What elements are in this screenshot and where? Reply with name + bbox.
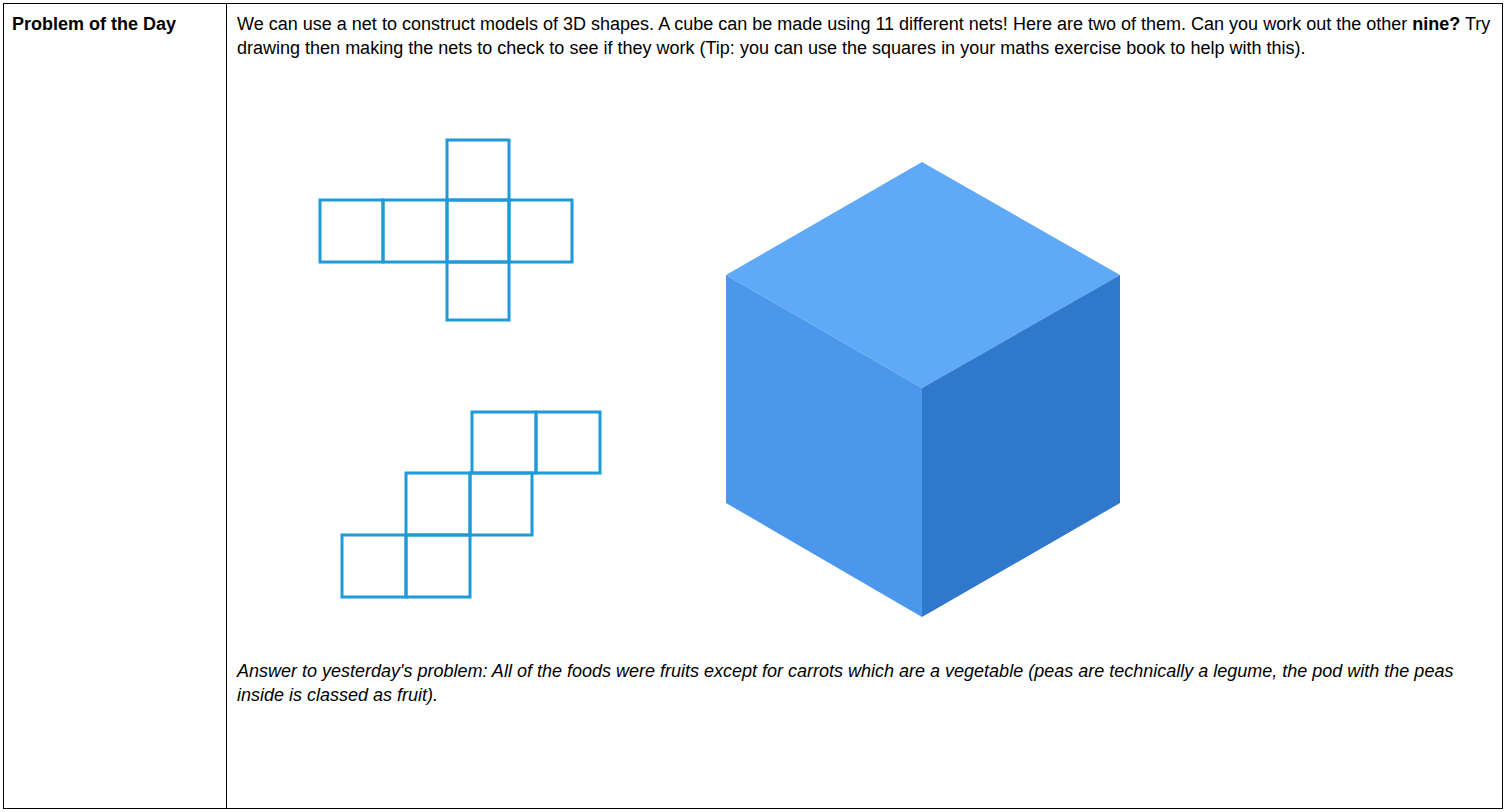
content-cell: We can use a net to construct models of … <box>226 3 1503 809</box>
cube <box>726 162 1120 617</box>
cell-heading: Problem of the Day <box>4 4 226 44</box>
cross-net <box>320 140 572 320</box>
staircase-net <box>342 412 600 597</box>
problem-text: We can use a net to construct models of … <box>227 4 1502 61</box>
header-cell: Problem of the Day <box>3 3 227 809</box>
answer-text: Answer to yesterday's problem: All of th… <box>237 659 1492 708</box>
